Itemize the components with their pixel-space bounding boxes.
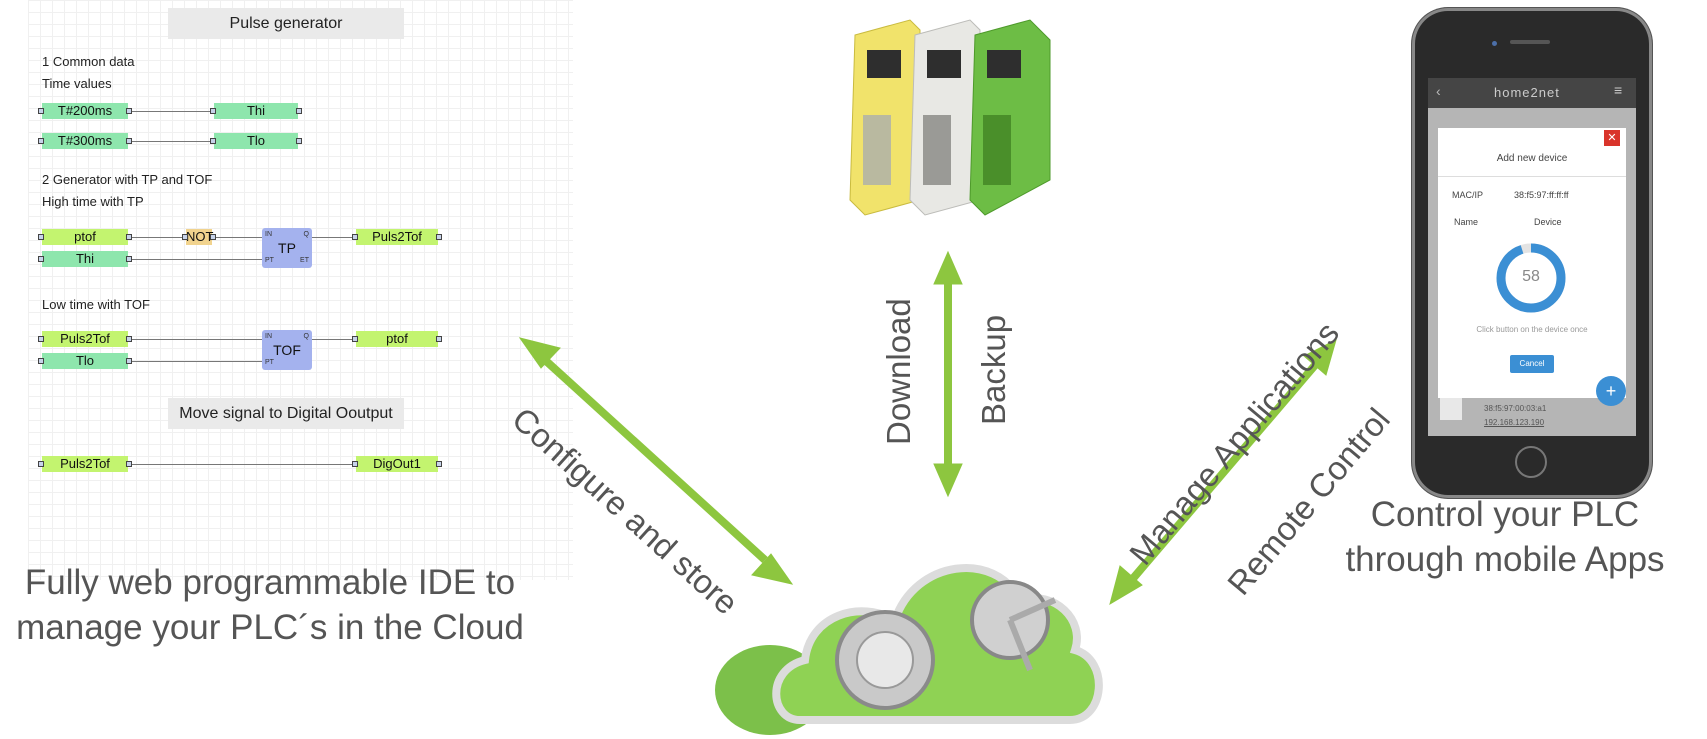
wire [132,237,182,238]
manage-arrow-head-start [1109,565,1143,606]
block-ptof-out[interactable]: ptof [352,331,442,347]
function-block-tof[interactable]: IN PT Q TOF [262,330,312,370]
section-common-data: 1 Common data [42,54,135,69]
pin-pt: PT [265,257,274,264]
block-puls2tof-out[interactable]: Puls2Tof [352,229,442,245]
add-device-dialog: ✕ Add new device MAC/IP 38:f5:97:ff:ff:f… [1438,128,1626,398]
wire [132,464,352,465]
block-thi[interactable]: Thi [210,103,302,119]
block-puls2tof-in[interactable]: Puls2Tof [38,331,132,347]
pin-pt: PT [265,359,274,366]
manage-arrow-head-end [1303,339,1337,376]
download-arrow-head-start [933,250,963,285]
pin-et: ET [300,257,309,264]
name-value: Device [1534,217,1562,227]
label-time-values: Time values [42,76,112,91]
block-thi-input[interactable]: Thi [38,251,132,267]
mobile-caption: Control your PLC through mobile Apps [1345,495,1665,579]
device-ip-link[interactable]: 192.168.123.190 [1484,418,1545,427]
phone-mockup: ‹ home2net ≡ ✕ Add new device MAC/IP 38:… [1412,8,1652,498]
pin-in: IN [265,333,272,340]
tof-label: TOF [273,342,301,358]
divider [1438,176,1626,177]
hamburger-icon[interactable]: ≡ [1614,82,1623,98]
wire [132,141,210,142]
ide-title: Pulse generator [168,8,404,39]
label-high-time: High time with TP [42,194,144,209]
wire [312,237,352,238]
plc-module-yellow [849,19,921,216]
pin-in: IN [265,231,272,238]
name-label: Name [1454,217,1479,227]
pin-q: Q [303,333,309,340]
manage-arrow-shaft [1126,361,1320,585]
block-puls2tof-move[interactable]: Puls2Tof [38,456,132,472]
chevron-left-icon[interactable]: ‹ [1436,83,1441,99]
wire [132,361,262,362]
block-not[interactable]: NOT [182,229,216,245]
configure-arrow-shaft [542,357,768,563]
block-tlo[interactable]: Tlo [210,133,302,149]
earpiece [1510,40,1550,44]
device-thumbnail [1440,398,1462,420]
plc-module-green [969,19,1051,216]
countdown-ring [1496,243,1566,313]
label-low-time: Low time with TOF [42,297,150,312]
label-download: Download [880,298,917,445]
tp-label: TP [278,240,296,256]
configure-arrow-head-end [751,553,794,585]
label-backup: Backup [975,314,1012,425]
home-button[interactable] [1515,446,1547,478]
countdown-progress [1496,243,1566,313]
block-t300ms[interactable]: T#300ms [38,133,132,149]
wire [132,259,262,260]
cancel-button[interactable]: Cancel [1510,355,1554,373]
move-signal-header: Move signal to Digital Ooutput [168,398,404,429]
app-bar: ‹ home2net ≡ [1428,78,1636,108]
close-icon[interactable]: ✕ [1604,130,1620,146]
dialog-title: Add new device [1496,153,1568,164]
mac-label: MAC/IP [1452,190,1484,200]
plus-icon[interactable]: + [1596,376,1626,406]
mac-value: 38:f5:97:ff:ff:ff [1514,190,1569,200]
plc-modules-image [849,19,1051,216]
plc-module-white [909,19,981,216]
app-title: home2net [1494,85,1560,100]
ide-canvas: Pulse generator 1 Common data Time value… [28,0,573,580]
camera-icon [1492,41,1497,46]
wire [312,339,352,340]
wire [132,111,210,112]
block-tlo-input[interactable]: Tlo [38,353,132,369]
countdown-value: 58 [1522,268,1540,285]
wire [216,237,262,238]
cloud-main [772,564,1103,724]
wire [132,339,262,340]
cloud-safe-image [715,564,1103,735]
download-arrow-head-end [933,463,963,498]
hint-text: Click button on the device once [1476,325,1588,334]
configure-arrow-head-start [518,337,561,369]
phone-screen: ‹ home2net ≡ ✕ Add new device MAC/IP 38:… [1428,78,1636,436]
pin-q: Q [303,231,309,238]
block-ptof[interactable]: ptof [38,229,132,245]
device-mac: 38:f5:97:00:03:a1 [1484,404,1547,413]
block-t200ms[interactable]: T#200ms [38,103,132,119]
section-generator: 2 Generator with TP and TOF [42,172,213,187]
function-block-tp[interactable]: IN PT Q ET TP [262,228,312,268]
block-digout1[interactable]: DigOut1 [352,456,442,472]
ide-caption: Fully web programmable IDE to manage you… [16,563,524,647]
